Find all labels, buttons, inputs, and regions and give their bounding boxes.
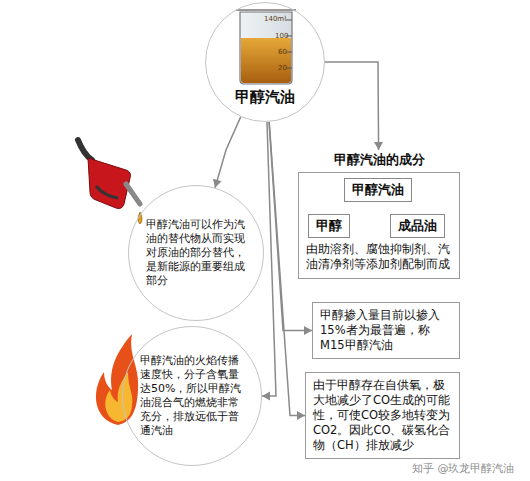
connector [325,62,383,150]
tree-box: 成品油 [390,214,445,238]
note-box: 由于甲醇存在自供氧，极大地减少了CO生成的可能性，可使CO较多地转变为CO2。因… [305,372,460,459]
flame-inner [105,372,132,422]
arrowhead [297,411,305,420]
scale-mark: 140ml [264,15,286,23]
connector [262,122,276,401]
nozzle-trigger [96,186,118,198]
beaker-rim [236,9,296,11]
node-text: 甲醇汽油的火焰传播速度快，分子含氧量达50%，所以甲醇汽油混合气的燃烧非常充分，… [140,354,244,438]
connector [213,117,241,188]
node-text: 甲醇汽油可以作为汽油的替代物从而实现对原油的部分替代，是新能源的重要组成部分 [146,218,246,288]
info-circle: 甲醇汽油可以作为汽油的替代物从而实现对原油的部分替代，是新能源的重要组成部分 [128,185,264,321]
node-text: 甲醇汽油 [206,88,324,106]
fuel-drop [138,212,142,224]
node-text: 甲醇掺入量目前以掺入15%者为最普遍，称M15甲醇汽油 [320,308,452,353]
connector-line [215,117,241,188]
beaker-liquid [241,38,291,83]
node-heading: 甲醇汽油的成分 [298,150,460,170]
beaker-icon [236,10,296,84]
node-text: 甲醇汽油 [352,180,404,200]
node-text: 由助溶剂、腐蚀抑制剂、汽油清净剂等添加剂配制而成 [298,242,460,279]
nozzle-hose [78,140,92,160]
tree-box: 甲醇汽油 [344,178,412,202]
info-circle: 甲醇汽油的火焰传播速度快，分子含氧量达50%，所以甲醇汽油混合气的燃烧非常充分，… [122,326,262,466]
watermark: 知乎 @玖龙甲醇汽油 [410,462,517,476]
flame-icon [96,334,138,425]
node-text: 甲醇 [316,216,342,236]
scale-mark: 100 [275,32,288,40]
arrowhead [262,392,270,401]
arrowhead [374,142,383,150]
nozzle-spout [126,184,140,204]
flame-outer [96,334,138,425]
fuel-nozzle-icon [78,140,142,224]
node-text: 成品油 [398,216,437,236]
beaker-glass [240,12,292,84]
note-box: 甲醇掺入量目前以掺入15%者为最普遍，称M15甲醇汽油 [312,302,460,359]
scale-mark: 20 [278,64,287,72]
tree-box: 甲醇 [308,214,350,238]
connector-line [325,62,379,150]
arrowhead [304,326,312,335]
node-text: 由于甲醇存在自供氧，极大地减少了CO生成的可能性，可使CO较多地转变为CO2。因… [313,378,452,453]
composition-panel: 甲醇汽油的成分由助溶剂、腐蚀抑制剂、汽油清净剂等添加剂配制而成 甲醇汽油甲醇 成品油 [298,150,460,279]
beaker-scale [286,20,292,68]
connector-line [262,122,276,396]
scale-mark: 60 [278,48,287,56]
arrowhead [213,179,222,188]
